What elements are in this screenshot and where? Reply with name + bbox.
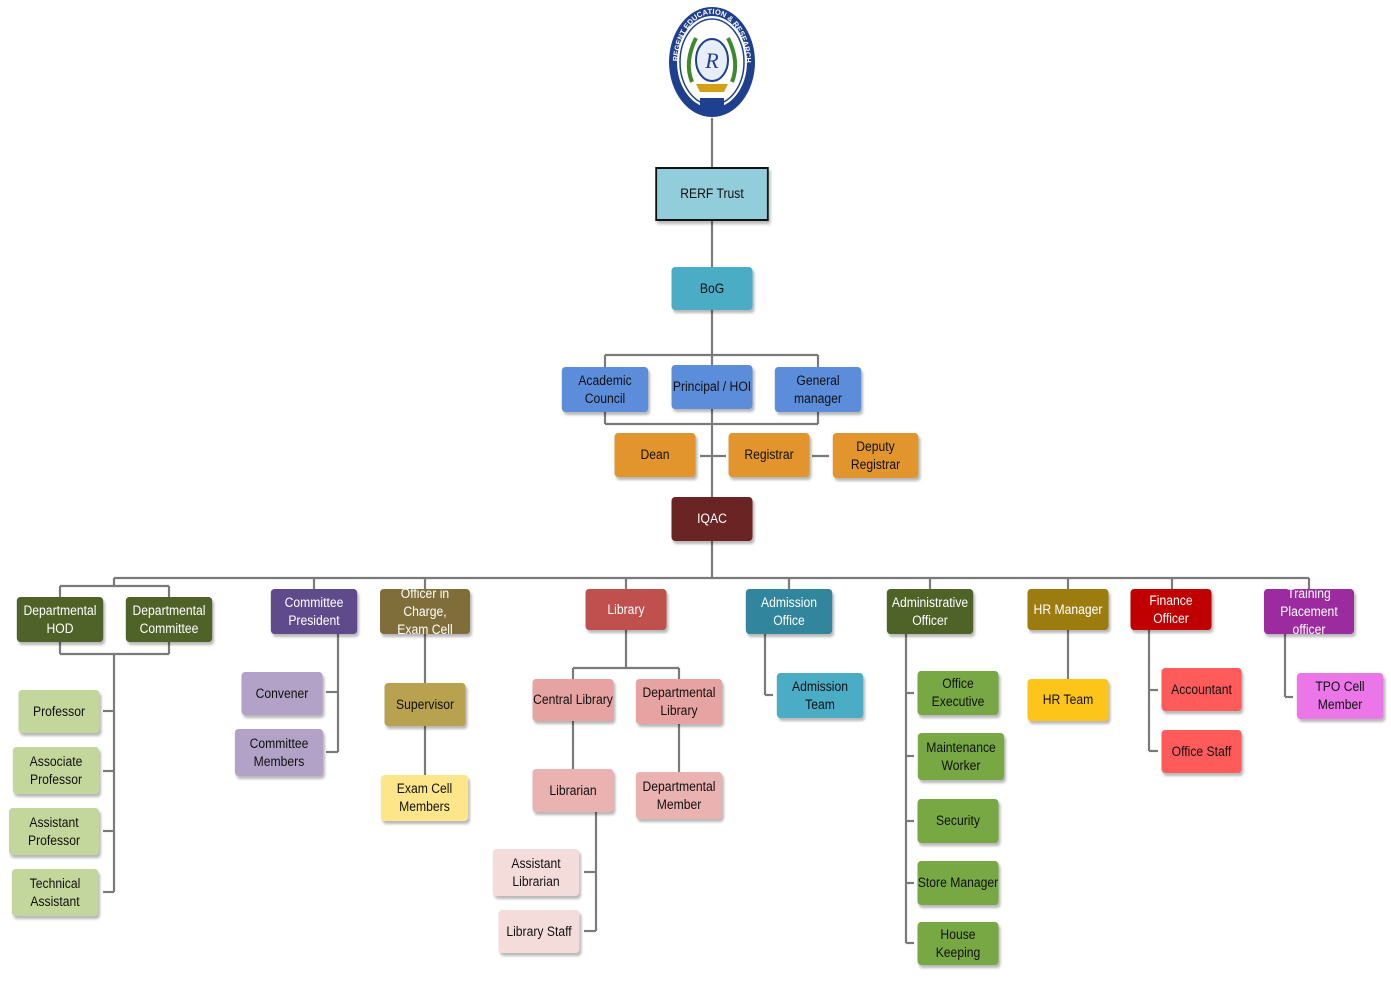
node-assistant-professor: Assistant Professor (9, 808, 99, 855)
node-professor: Professor (18, 690, 100, 733)
rerf-logo: REGENT EDUCATION & RESEARCH FOUNDATION R (663, 0, 758, 120)
node-dean: Dean (614, 433, 696, 477)
node-library-staff: Library Staff (498, 910, 580, 953)
node-exam-cell-members: Exam Cell Members (380, 775, 469, 821)
node-departmental-library: Departmental Library (635, 679, 723, 724)
node-academic-council: Academic Council (561, 367, 649, 412)
node-rerf-trust: RERF Trust (655, 167, 769, 221)
node-office-executive: Office Executive (917, 671, 999, 715)
node-tpo-cell-member: TPO Cell Member (1296, 673, 1384, 719)
node-library: Library (585, 589, 667, 630)
node-librarian: Librarian (532, 769, 614, 812)
node-deputy-registrar: Deputy Registrar (832, 433, 919, 478)
node-assistant-librarian: Assistant Librarian (492, 849, 580, 896)
node-departmental-hod: Departmental HOD (16, 597, 104, 642)
node-security: Security (917, 799, 999, 843)
node-accountant: Accountant (1161, 668, 1242, 711)
node-convener: Convener (241, 672, 323, 715)
node-store-manager: Store Manager (917, 861, 999, 905)
node-bog: BoG (671, 267, 753, 310)
node-admission-office: Admission Office (745, 589, 833, 634)
node-admission-team: Admission Team (776, 673, 864, 718)
node-training-placement-officer: Training Placement officer (1264, 586, 1354, 637)
node-technical-assistant: Technical Assistant (11, 869, 99, 916)
node-committee-president: Committee President (270, 589, 358, 634)
node-office-staff: Office Staff (1161, 730, 1242, 773)
node-central-library: Central Library (532, 679, 614, 721)
node-registrar: Registrar (728, 433, 810, 477)
node-house-keeping: House Keeping (917, 922, 999, 965)
node-supervisor: Supervisor (384, 683, 466, 726)
node-associate-professor: Associate Professor (12, 747, 100, 794)
node-finance-officer: Finance Officer (1130, 589, 1212, 630)
node-departmental-member: Departmental Member (635, 772, 723, 819)
node-officer-in-charge: Officer in Charge, Exam Cell (380, 586, 470, 637)
node-administrative-officer: Administrative Officer (886, 589, 974, 634)
node-hr-manager: HR Manager (1027, 589, 1109, 630)
node-departmental-committee: Departmental Committee (125, 597, 213, 642)
svg-text:R: R (704, 48, 719, 73)
node-committee-members: Committee Members (234, 729, 324, 776)
node-principal: Principal / HOI (671, 365, 753, 409)
node-general-manager: General manager (774, 367, 862, 412)
node-iqac: IQAC (671, 497, 753, 541)
node-hr-team: HR Team (1027, 679, 1109, 721)
node-maintenance-worker: Maintenance Worker (917, 733, 1005, 780)
